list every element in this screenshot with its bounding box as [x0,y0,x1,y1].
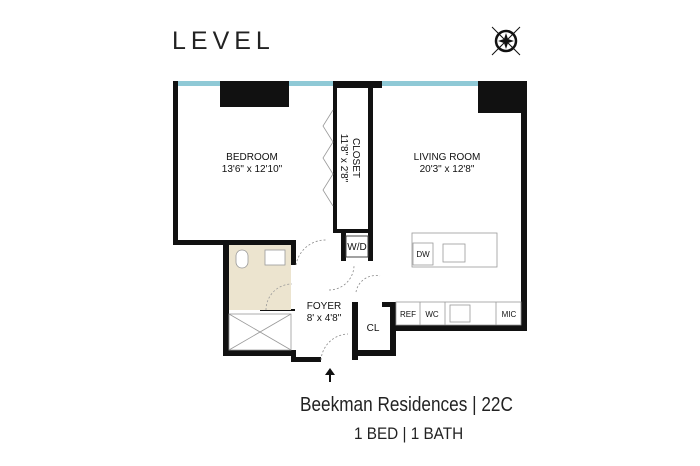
mic-label: MIC [502,310,517,319]
windows [178,81,478,86]
closet-label: CLOSET [350,138,361,178]
living-room-size: 20'3" x 12'8" [420,164,475,175]
foyer-size: 8' x 4'8" [307,313,342,324]
foyer-label: FOYER [307,301,341,312]
door-swings [295,239,381,361]
walls [173,81,527,362]
bedroom-label: BEDROOM [226,152,278,163]
kitchen-island [411,232,498,268]
compass-rose-icon [491,26,521,56]
unit-summary: 1 BED | 1 BATH [354,424,464,443]
washer-dryer [345,235,369,258]
bedroom-size: 13'6" x 12'10" [222,164,283,175]
bath-fixtures [228,249,293,351]
level-logo: LEVEL [172,27,275,55]
living-room-label: LIVING ROOM [414,152,481,163]
dw-label: DW [416,250,430,259]
cl-label: CL [367,323,380,334]
wd-label: W/D [347,242,366,253]
kitchen-counter [395,301,522,326]
wc-label: WC [425,310,439,319]
ref-label: REF [400,310,416,319]
residence-title: Beekman Residences | 22C [300,394,513,416]
closet-size: 11'8" x 2'8" [338,134,349,183]
closet-folding-doors [322,109,334,207]
entry-arrow-icon [325,368,335,382]
